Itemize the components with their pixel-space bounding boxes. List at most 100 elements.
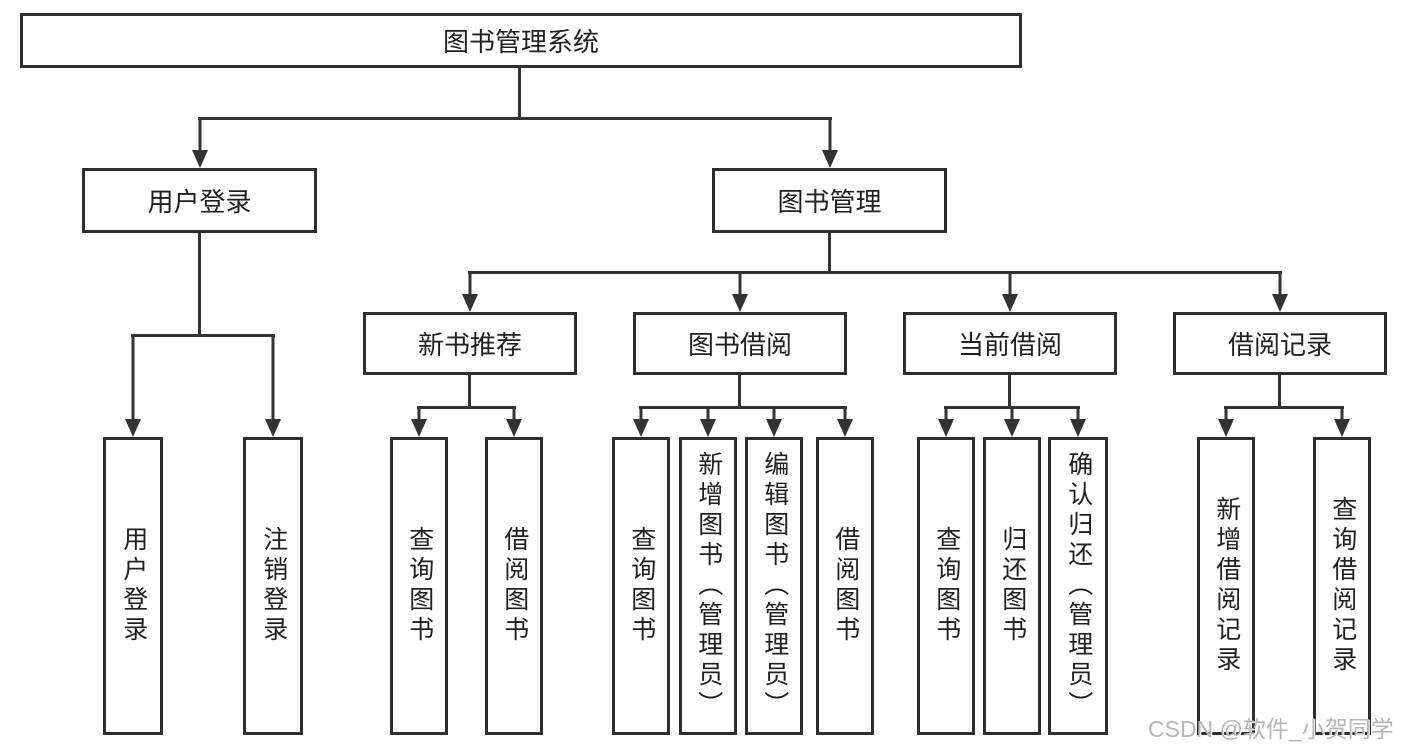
connector-level2-rail [198,117,832,120]
connector-borrow-rail [639,406,847,409]
leaf-borrow-add-admin: 新增图书（管理员） [679,437,737,735]
arrow-head [192,150,208,168]
leaf-newbooks-query-label: 查询图书 [405,526,434,646]
arrow-head [837,419,853,437]
leaf-borrow-edit-admin: 编辑图书（管理员） [745,437,803,735]
arrow-head [506,419,522,437]
arrow-shaft [1008,274,1012,300]
leaf-logout-label: 注销登录 [259,526,288,646]
arrow-shaft [1010,409,1014,425]
down-arrow-icon [633,409,649,437]
node-user-login: 用户登录 [82,168,317,233]
arrow-shaft [738,274,742,300]
down-arrow-icon [1334,409,1350,437]
arrow-shaft [468,274,472,300]
arrow-shaft [512,409,516,425]
leaf-records-query: 查询借阅记录 [1313,437,1371,735]
connector-current-stem [1008,375,1011,409]
arrow-shaft [706,409,710,425]
down-arrow-icon [822,120,838,168]
node-book-borrow: 图书借阅 [633,312,847,375]
arrow-head [938,419,954,437]
node-new-book-recommend: 新书推荐 [363,312,577,375]
node-user-login-label: 用户登录 [147,187,252,217]
arrow-shaft [198,120,202,156]
arrow-head [700,419,716,437]
leaf-current-confirm-admin: 确认归还（管理员） [1048,437,1108,735]
leaf-newbooks-borrow-label: 借阅图书 [500,526,529,646]
arrow-head [822,150,838,168]
arrow-head [265,419,281,437]
arrow-head [125,419,141,437]
leaf-current-return-label: 归还图书 [998,526,1027,646]
leaf-current-return: 归还图书 [983,437,1041,735]
leaf-current-confirm-admin-label: 确认归还（管理员） [1064,451,1093,721]
leaf-borrow-borrow: 借阅图书 [816,437,874,735]
csdn-watermark: CSDN @软件_小贺同学 [1148,716,1394,742]
connector-current-rail [944,406,1080,409]
down-arrow-icon [462,274,478,312]
leaf-logout: 注销登录 [243,437,303,735]
arrow-head [1218,419,1234,437]
down-arrow-icon [732,274,748,312]
down-arrow-icon [265,337,281,437]
connector-borrow-stem [738,375,741,409]
arrow-head [766,419,782,437]
down-arrow-icon [700,409,716,437]
node-root: 图书管理系统 [20,13,1022,68]
leaf-user-login: 用户登录 [103,437,163,735]
down-arrow-icon [1004,409,1020,437]
arrow-shaft [1224,409,1228,425]
down-arrow-icon [837,409,853,437]
connector-root-stem [518,68,521,120]
node-borrow-records: 借阅记录 [1173,312,1387,375]
leaf-records-add-label: 新增借阅记录 [1212,496,1241,676]
leaf-user-login-label: 用户登录 [119,526,148,646]
arrow-head [1272,294,1288,312]
arrow-head [411,419,427,437]
down-arrow-icon [125,337,141,437]
connector-newbooks-stem [468,375,471,409]
arrow-shaft [1340,409,1344,425]
down-arrow-icon [1070,409,1086,437]
connector-user-rail [131,334,275,337]
arrow-shaft [843,409,847,425]
arrow-shaft [944,409,948,425]
leaf-borrow-query-label: 查询图书 [627,526,656,646]
connector-newbooks-rail [417,406,516,409]
arrow-shaft [131,337,135,425]
leaf-borrow-add-admin-label: 新增图书（管理员） [694,451,723,721]
arrow-shaft [772,409,776,425]
leaf-newbooks-borrow: 借阅图书 [485,437,543,735]
node-new-book-recommend-label: 新书推荐 [417,330,522,360]
arrow-shaft [417,409,421,425]
connector-level3-rail [468,271,1282,274]
down-arrow-icon [938,409,954,437]
connector-records-rail [1224,406,1344,409]
node-book-borrow-label: 图书借阅 [687,330,792,360]
arrow-head [732,294,748,312]
node-current-borrow: 当前借阅 [903,312,1117,375]
down-arrow-icon [1002,274,1018,312]
leaf-borrow-borrow-label: 借阅图书 [831,526,860,646]
leaf-records-query-label: 查询借阅记录 [1328,496,1357,676]
arrow-shaft [828,120,832,156]
node-book-management-label: 图书管理 [777,187,882,217]
node-borrow-records-label: 借阅记录 [1227,330,1332,360]
connector-records-stem [1278,375,1281,409]
node-current-borrow-label: 当前借阅 [957,330,1062,360]
arrow-shaft [1076,409,1080,425]
leaf-current-query-label: 查询图书 [932,526,961,646]
connector-user-stem [198,233,201,337]
arrow-head [1334,419,1350,437]
leaf-newbooks-query: 查询图书 [390,437,448,735]
leaf-borrow-edit-admin-label: 编辑图书（管理员） [760,451,789,721]
arrow-head [1004,419,1020,437]
arrow-shaft [1278,274,1282,300]
connector-mgmt-stem [828,233,831,274]
down-arrow-icon [1218,409,1234,437]
arrow-shaft [271,337,275,425]
arrow-head [1070,419,1086,437]
leaf-current-query: 查询图书 [917,437,975,735]
